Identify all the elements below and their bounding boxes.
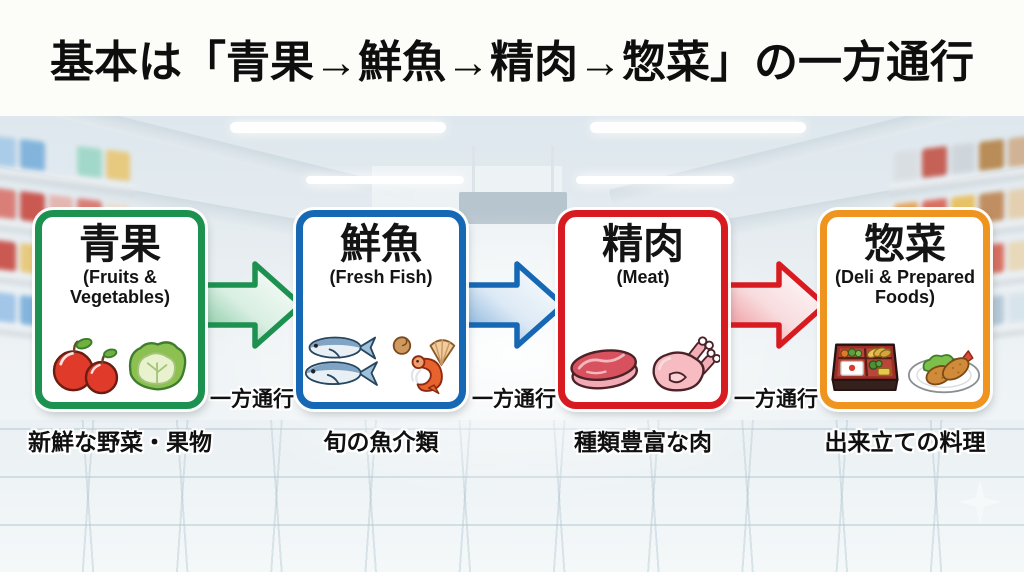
stage-name: 鮮魚 [340, 221, 422, 267]
one-way-label: 一方通行 [734, 388, 818, 411]
stage-icons [566, 335, 720, 395]
stage-icons [827, 337, 983, 395]
shrimp-scallop-icon [392, 336, 456, 395]
stage-name: 青果 [79, 221, 161, 267]
one-way-label: 一方通行 [472, 388, 556, 411]
stage-card-fish: 鮮魚 (Fresh Fish) [296, 210, 466, 409]
stage-name-en: (Deli & Prepared Foods) [834, 267, 976, 308]
steak-icon [570, 349, 638, 390]
stage-icons [48, 335, 192, 395]
stage-caption-produce: 新鮮な野菜・果物 [28, 429, 212, 455]
stage-name-en: (Fruits & Vegetables) [69, 267, 171, 308]
stage-caption-deli: 出来立ての料理 [824, 429, 986, 455]
flow-arrow-green-icon [199, 261, 304, 349]
stage-card-meat: 精肉 (Meat) [558, 210, 728, 409]
stage-name-en: (Fresh Fish) [329, 267, 433, 288]
one-way-label: 一方通行 [210, 388, 294, 411]
stage-icons [304, 333, 458, 395]
stage-name: 惣菜 [864, 221, 946, 267]
raw-chicken-icon [652, 336, 720, 392]
title-band: 基本は「青果→鮮魚→精肉→惣菜」の一方通行 [0, 0, 1024, 116]
stage-caption-meat: 種類豊富な肉 [574, 429, 712, 455]
flow-arrow-blue-icon [461, 261, 566, 349]
bento-box-icon [831, 343, 899, 392]
stage-card-produce: 青果 (Fruits & Vegetables) [35, 210, 205, 409]
stage-caption-fish: 旬の魚介類 [323, 429, 439, 455]
stage-card-deli: 惣菜 (Deli & Prepared Foods) [820, 210, 990, 409]
stage-name: 精肉 [602, 221, 684, 267]
fried-food-plate-icon [908, 350, 980, 394]
stage-name-en: (Meat) [616, 267, 670, 288]
lettuce-icon [128, 341, 187, 391]
flow-arrow-red-icon [723, 261, 828, 349]
page-title: 基本は「青果→鮮魚→精肉→惣菜」の一方通行 [50, 38, 974, 87]
apples-icon [52, 337, 119, 395]
fish-icon [304, 336, 378, 386]
